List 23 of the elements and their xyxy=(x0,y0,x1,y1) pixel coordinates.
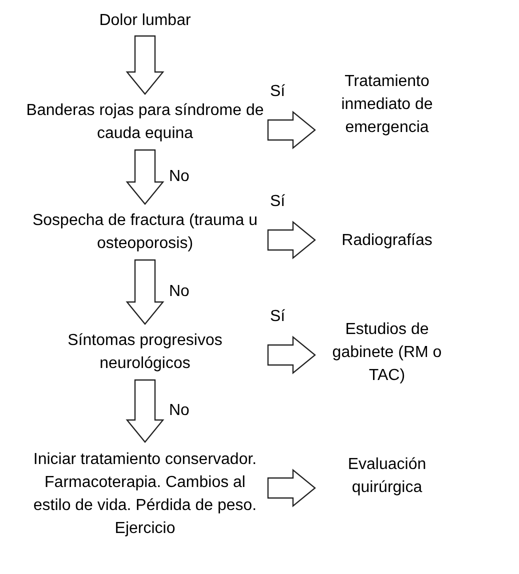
edge-label: No xyxy=(169,401,190,421)
step-text: Radiografías xyxy=(342,230,432,250)
block-arrow xyxy=(126,259,164,325)
step-text: Sospecha de fractura (trauma u osteoporosis) xyxy=(31,211,258,254)
edge-label: Sí xyxy=(270,307,286,327)
step-text: Evaluación quirúrgica xyxy=(346,455,428,498)
block-arrow xyxy=(126,149,164,205)
block-arrow xyxy=(267,110,316,150)
step-text: Dolor lumbar xyxy=(99,10,191,30)
edge-label: No xyxy=(169,167,190,187)
block-arrow xyxy=(126,35,164,95)
step-text: Iniciar tratamiento conservador. Farmacoterapia. Cambios al estilo de vida. Pérdida de peso. Ejercicio xyxy=(32,450,258,539)
step-text: Síntomas progresivos neurológicos xyxy=(66,331,224,374)
block-arrow xyxy=(267,336,316,374)
block-arrow xyxy=(126,379,164,443)
step-text: Tratamiento inmediato de emergencia xyxy=(340,72,434,138)
edge-label: Sí xyxy=(270,82,286,102)
step-text: Banderas rojas para síndrome de cauda equina xyxy=(25,101,265,144)
step-text: Estudios de gabinete (RM o TAC) xyxy=(331,320,443,386)
edge-label: Sí xyxy=(270,192,286,212)
block-arrow xyxy=(267,220,316,260)
edge-label: No xyxy=(169,282,190,302)
block-arrow xyxy=(267,468,316,508)
